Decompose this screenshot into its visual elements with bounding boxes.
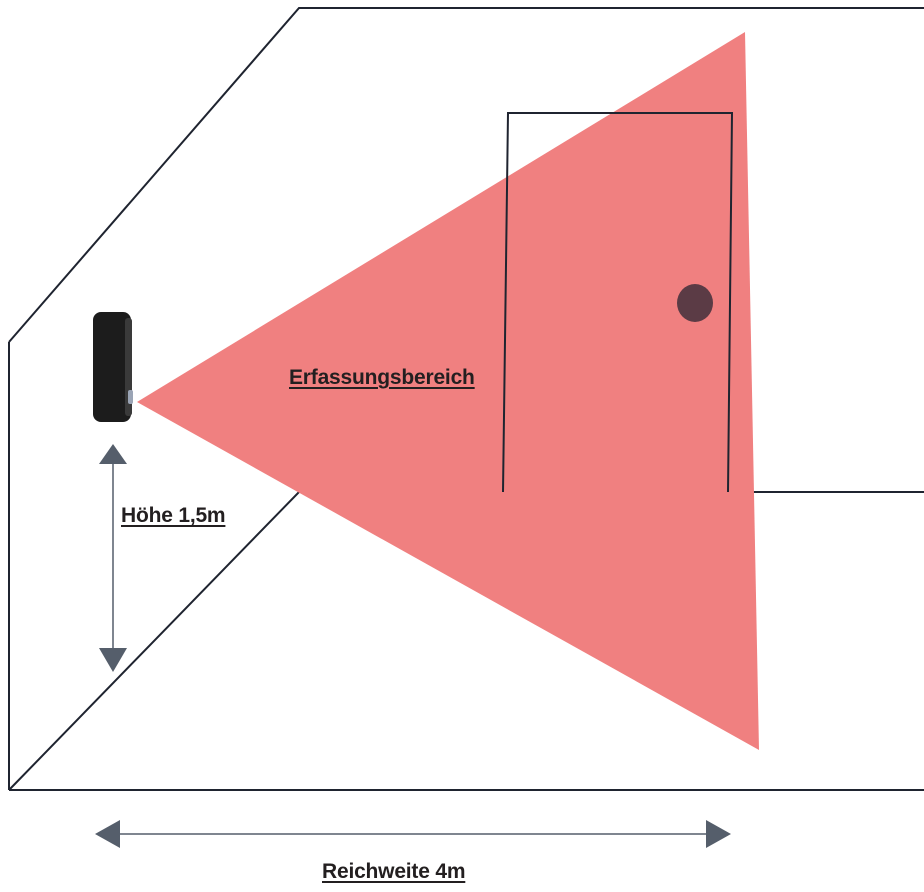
sensor-device (93, 312, 133, 422)
door (502, 112, 734, 493)
range-arrow (95, 820, 731, 848)
detection-area-label: Erfassungsbereich (289, 366, 475, 389)
range-label: Reichweite 4m (322, 860, 466, 883)
arrow-down-icon (99, 648, 127, 672)
arrow-up-icon (99, 444, 127, 464)
height-label: Höhe 1,5m (121, 504, 226, 527)
height-arrow (99, 444, 127, 672)
door-frame (502, 112, 734, 493)
ceiling-edge (8, 7, 924, 343)
detection-cone (137, 32, 759, 750)
door-knob (677, 284, 713, 322)
arrow-right-icon (706, 820, 731, 848)
arrow-left-icon (95, 820, 120, 848)
